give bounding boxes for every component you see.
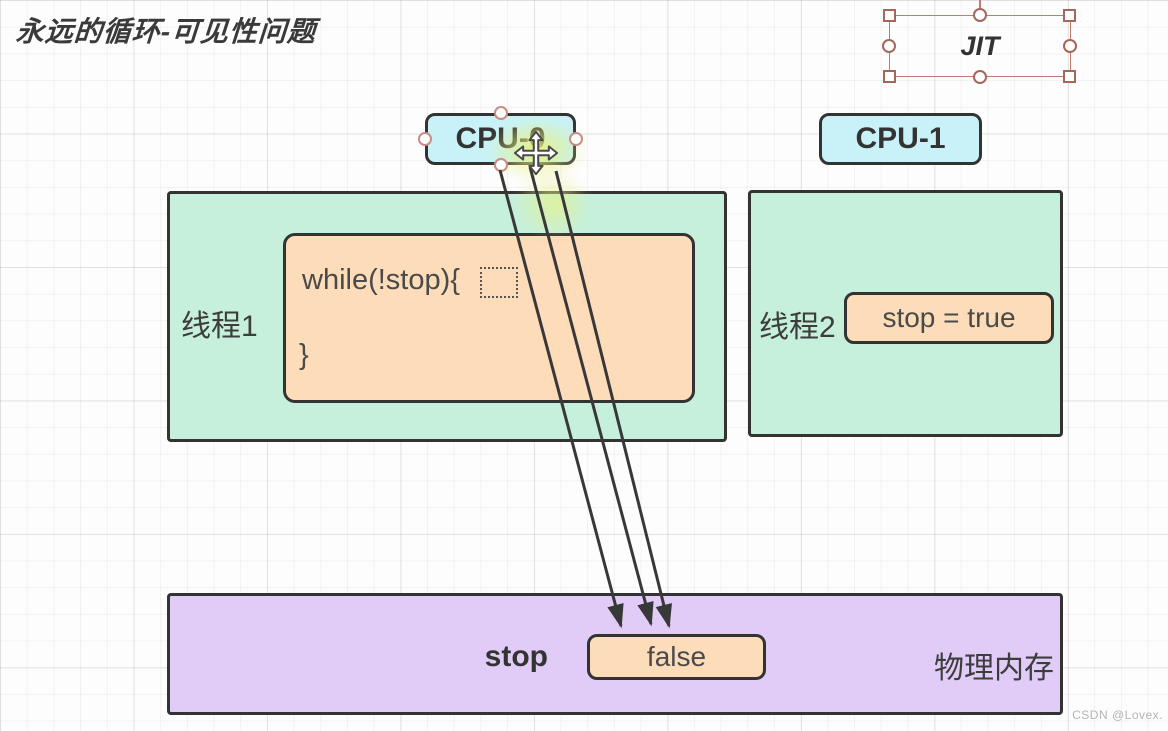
empty-text-placeholder[interactable] (480, 267, 518, 298)
cpu1-box[interactable]: CPU-1 (819, 113, 982, 165)
connection-point-top[interactable] (494, 106, 508, 120)
selection-handle-nw[interactable] (883, 9, 896, 22)
thread1-label: 线程1 (181, 310, 258, 343)
selection-handle-e[interactable] (1063, 39, 1077, 53)
stop-true-text: stop = true (882, 302, 1016, 333)
memory-value-box[interactable]: false (587, 634, 766, 680)
connection-point-right[interactable] (569, 132, 583, 146)
stop-true-box[interactable]: stop = true (844, 292, 1054, 344)
memory-value-text: false (646, 641, 707, 672)
jit-label: JIT (960, 30, 1000, 61)
cpu1-label: CPU-1 (855, 122, 946, 155)
selection-handle-w[interactable] (882, 39, 896, 53)
thread1-code-box[interactable]: while(!stop){ } (283, 233, 695, 403)
physical-memory-label: 物理内存 (934, 652, 1054, 685)
selection-handle-n[interactable] (973, 8, 987, 22)
selection-handle-s[interactable] (973, 70, 987, 84)
page-title: 永远的循环-可见性问题 (14, 16, 318, 47)
memory-var-name: stop (484, 640, 548, 673)
selection-handle-sw[interactable] (883, 70, 896, 83)
jit-selection-frame[interactable]: JIT (889, 15, 1071, 77)
connection-point-left[interactable] (418, 132, 432, 146)
connection-point-bottom[interactable] (494, 158, 508, 172)
selection-handle-se[interactable] (1063, 70, 1076, 83)
csdn-watermark: CSDN @Lovex. (1072, 708, 1163, 722)
cpu0-label: CPU-0 (455, 122, 546, 155)
code-line-brace: } (299, 339, 309, 371)
selection-handle-ne[interactable] (1063, 9, 1076, 22)
thread2-label: 线程2 (759, 311, 836, 344)
code-line-while: while(!stop){ (302, 264, 460, 296)
